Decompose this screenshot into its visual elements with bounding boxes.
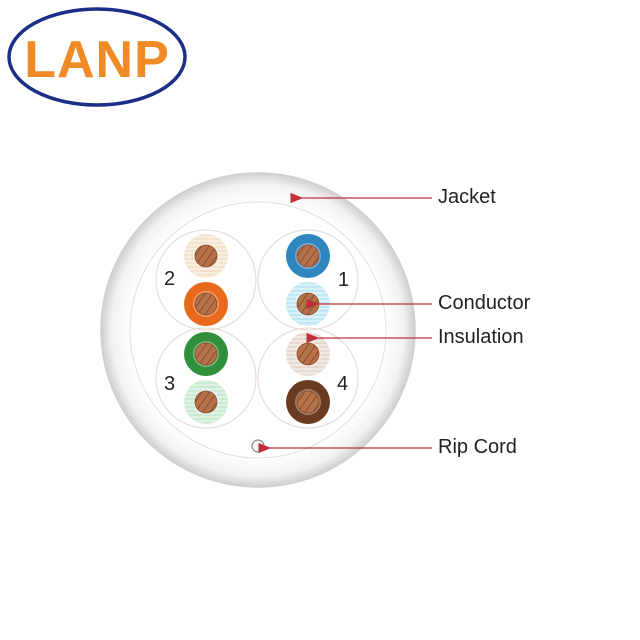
jacket-label: Jacket bbox=[438, 186, 496, 208]
twisted-pairs bbox=[155, 229, 359, 429]
conductor-label: Conductor bbox=[438, 292, 531, 314]
pair-1-wire-2-conductor bbox=[296, 292, 320, 316]
pair-2-outline bbox=[155, 229, 257, 331]
pair-1-outline bbox=[257, 229, 359, 331]
pair-4-wire-2-conductor bbox=[296, 390, 320, 414]
pair-number-1: 1 bbox=[338, 269, 349, 291]
pair-3-outline bbox=[155, 327, 257, 429]
rip-cord bbox=[251, 439, 265, 453]
pair-4-wire-1-conductor bbox=[296, 342, 320, 366]
pair-3-wire-2-conductor bbox=[194, 390, 218, 414]
insulation-label: Insulation bbox=[438, 326, 524, 348]
logo-text: LANP bbox=[24, 31, 170, 89]
pair-number-3: 3 bbox=[164, 373, 175, 395]
pair-2 bbox=[155, 229, 257, 331]
pair-4-outline bbox=[257, 327, 359, 429]
pair-3 bbox=[155, 327, 257, 429]
pair-number-4: 4 bbox=[337, 373, 348, 395]
jacket-inner bbox=[129, 201, 387, 459]
pair-1 bbox=[257, 229, 359, 331]
pair-number-2: 2 bbox=[164, 268, 175, 290]
rip-cord-label: Rip Cord bbox=[438, 436, 517, 458]
pair-2-wire-1-conductor bbox=[194, 244, 218, 268]
pair-1-wire-1-conductor bbox=[296, 244, 320, 268]
pair-3-wire-1-conductor bbox=[194, 342, 218, 366]
lanp-logo: LANP bbox=[7, 7, 187, 107]
logo-ring bbox=[7, 7, 187, 107]
pair-2-wire-2-conductor bbox=[194, 292, 218, 316]
